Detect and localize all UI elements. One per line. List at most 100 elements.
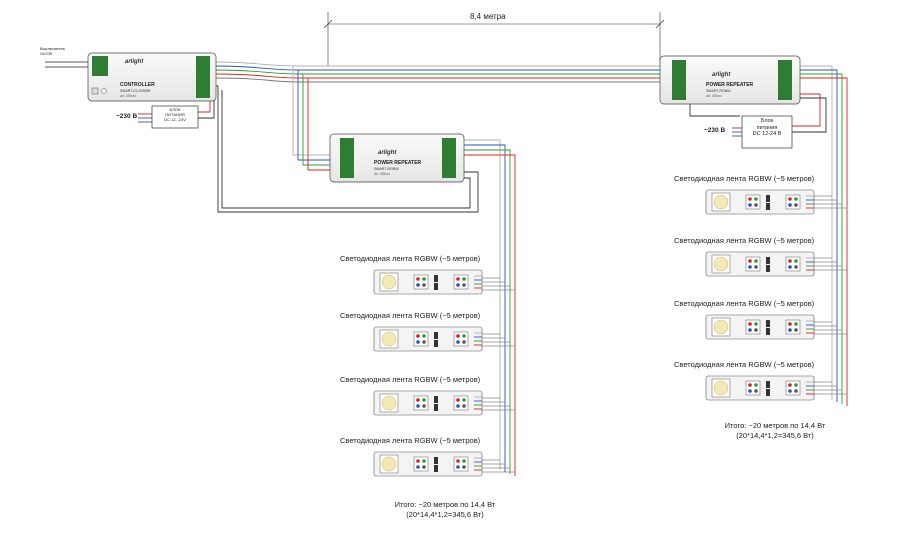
- psu-right-line1: Блок: [760, 118, 774, 124]
- rgb-chip-2-red: [788, 259, 792, 263]
- rgb-chip-1-dark: [754, 328, 758, 332]
- strip-title-right-2: Светодиодная лента RGBW (~5 метров): [674, 236, 815, 245]
- rgb-chip-1-red: [748, 383, 752, 387]
- rgb-chip-2: [785, 319, 801, 335]
- rgb-chip-1-green: [754, 259, 758, 263]
- totals-right-line1: Итого: ~20 метров по 14,4 Вт: [724, 421, 826, 430]
- rgb-chip-2-blue: [456, 283, 460, 287]
- rgb-chip-1-blue: [748, 265, 752, 269]
- power-loop: [215, 85, 479, 213]
- switch-cable: [45, 61, 88, 68]
- rgb-chip-1-dark: [422, 404, 426, 408]
- resistor-2: [434, 404, 438, 411]
- rgb-chip-2-green: [794, 383, 798, 387]
- rgb-chip-1-red: [416, 277, 420, 281]
- dimension-line: [323, 12, 665, 65]
- rgb-chip-2-red: [788, 322, 792, 326]
- rgb-chip-1: [745, 194, 761, 210]
- rgb-chip-1-dark: [754, 265, 758, 269]
- rgb-chip-2-green: [462, 459, 466, 463]
- led-strip-mid-3: [373, 390, 483, 416]
- rgb-chip-1-blue: [748, 389, 752, 393]
- controller-brand: arlight: [125, 59, 144, 65]
- controller-title: CONTROLLER: [120, 82, 155, 88]
- right-repeater-article: Art. 025xxx: [706, 94, 722, 98]
- right-psu: [741, 115, 793, 149]
- right-repeater-title: POWER REPEATER: [706, 82, 754, 88]
- rgb-chip-1-green: [422, 459, 426, 463]
- rgb-chip-2-green: [462, 398, 466, 402]
- controller-article: Art. 025xxx: [120, 94, 136, 98]
- rgb-chip-1-green: [754, 322, 758, 326]
- rgb-chip-1-red: [748, 259, 752, 263]
- led-chip-white-lens: [713, 319, 729, 335]
- resistor-1: [766, 320, 770, 327]
- right-output-wires: [800, 65, 848, 406]
- rgb-chip-2-red: [456, 459, 460, 463]
- rgb-chip-1-dark: [422, 340, 426, 344]
- led-strip-mid-2: [373, 326, 483, 352]
- mains-label-right: ~230 В: [704, 127, 726, 134]
- led-strip-right-1: [705, 189, 815, 215]
- strip-title-mid-4: Светодиодная лента RGBW (~5 метров): [340, 436, 481, 445]
- rgb-chip-2-blue: [788, 203, 792, 207]
- resistor-2: [766, 265, 770, 272]
- right-strip-stubs: [812, 195, 847, 395]
- rgb-chip-2-blue: [456, 465, 460, 469]
- rgb-chip-1-green: [422, 334, 426, 338]
- bus-wires: [214, 61, 660, 83]
- led-chip-white-lens: [713, 194, 729, 210]
- rgb-chip-2-dark: [794, 389, 798, 393]
- rgb-chip-1: [745, 380, 761, 396]
- rgb-chip-2: [453, 274, 469, 290]
- resistor-2: [434, 465, 438, 472]
- psu-right-line3: DC 12-24 В: [752, 131, 782, 137]
- mid-repeater-model: SMART-RGBW: [374, 167, 399, 171]
- rgb-chip-2-red: [456, 277, 460, 281]
- strip-title-mid-3: Светодиодная лента RGBW (~5 метров): [340, 375, 481, 384]
- rgb-chip-2-blue: [788, 389, 792, 393]
- led-strip-mid-1: [373, 269, 483, 295]
- strip-title-right-1: Светодиодная лента RGBW (~5 метров): [674, 174, 815, 183]
- right-repeater-device: [659, 55, 801, 105]
- rgb-chip-2: [453, 395, 469, 411]
- psu-small-line1: БЛОК: [169, 107, 181, 112]
- rgb-chip-2: [453, 456, 469, 472]
- rgb-chip-2-dark: [462, 340, 466, 344]
- led-chip-white-lens: [713, 256, 729, 272]
- rgb-chip-1-blue: [416, 404, 420, 408]
- resistor-2: [766, 389, 770, 396]
- rgb-chip-2-dark: [462, 283, 466, 287]
- right-repeater-brand: arlight: [712, 72, 731, 78]
- resistor-2: [766, 203, 770, 210]
- rgb-chip-2-dark: [462, 404, 466, 408]
- rgb-chip-1-red: [416, 398, 420, 402]
- rgb-chip-2: [785, 256, 801, 272]
- rgb-chip-1-blue: [416, 340, 420, 344]
- psu-right-line2: питания: [756, 124, 778, 131]
- led-strip-mid-4: [373, 451, 483, 477]
- rgb-chip-1-red: [748, 322, 752, 326]
- rgb-chip-1-green: [422, 398, 426, 402]
- led-chip-white-lens: [381, 395, 397, 411]
- mid-drop-wires: [292, 66, 340, 171]
- rgb-chip-2-red: [456, 334, 460, 338]
- led-chip-white-lens: [713, 380, 729, 396]
- rgb-chip-2-green: [794, 259, 798, 263]
- rgb-chip-1-red: [748, 197, 752, 201]
- rgb-chip-1-red: [416, 334, 420, 338]
- rgb-chip-1-green: [422, 277, 426, 281]
- rgb-chip-2-dark: [794, 328, 798, 332]
- led-chip-white-lens: [381, 331, 397, 347]
- rgb-chip-2-dark: [794, 265, 798, 269]
- totals-right-line2: (20*14,4*1,2=345,6 Вт): [736, 431, 814, 440]
- mid-repeater-brand: arlight: [378, 150, 397, 156]
- totals-mid-line1: Итого: ~20 метров по 14,4 Вт: [394, 500, 496, 509]
- resistor-1: [434, 457, 438, 464]
- resistor-2: [434, 340, 438, 347]
- led-strip-right-4: [705, 375, 815, 401]
- mid-repeater-article: Art. 025xxx: [374, 172, 390, 176]
- psu-small-text: БЛОК ПИТАНИЯ DC 12...24V: [155, 107, 195, 122]
- mid-repeater-title: POWER REPEATER: [374, 160, 422, 166]
